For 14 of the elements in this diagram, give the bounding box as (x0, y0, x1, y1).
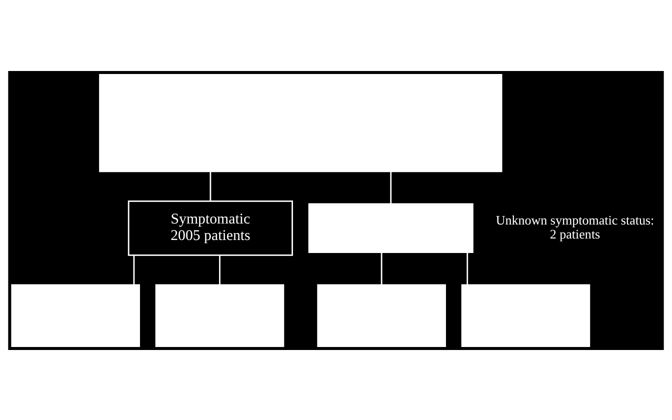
label: Unknown symptomatic status: 2 patients (496, 212, 654, 242)
connector (210, 170, 212, 201)
connector (133, 254, 135, 284)
node-box (155, 284, 284, 346)
connector (380, 252, 382, 284)
node-box (11, 284, 140, 346)
connector (390, 170, 392, 204)
node-box (461, 284, 590, 346)
node-box (317, 284, 446, 346)
node-box (99, 74, 502, 172)
connector (219, 254, 220, 284)
node-box: Symptomatic 2005 patients (128, 200, 293, 256)
connector (466, 252, 468, 284)
node-box (308, 202, 474, 253)
